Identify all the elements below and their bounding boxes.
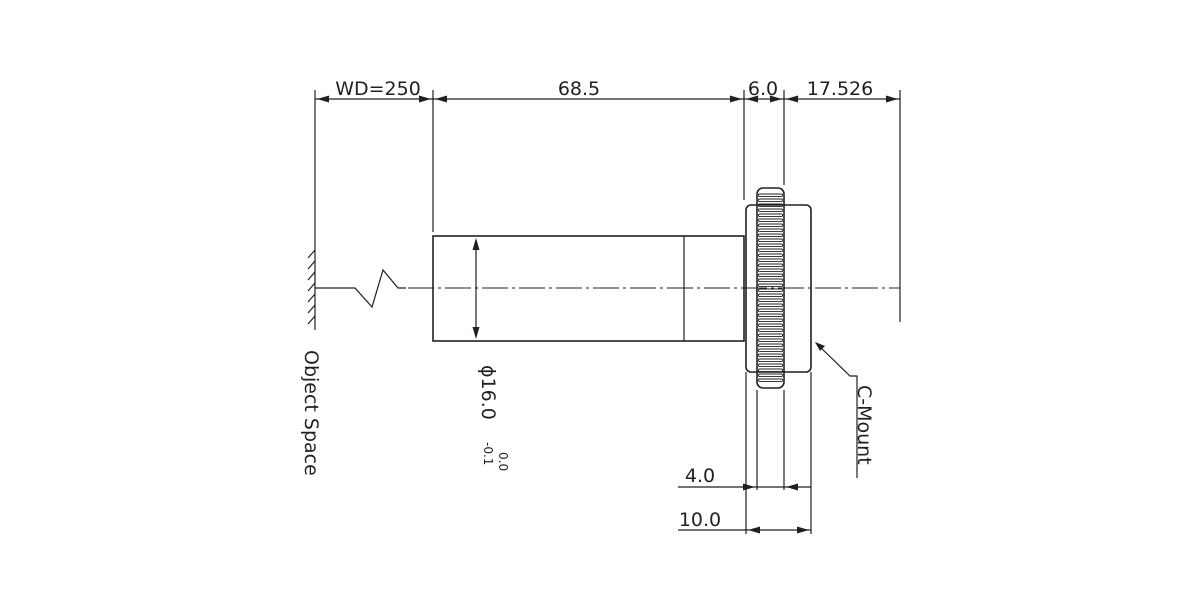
hatch-stroke	[307, 293, 316, 303]
back-focal-label: 17.526	[807, 78, 873, 100]
knurl-ridge	[758, 378, 783, 383]
knurl-ridge	[758, 368, 783, 373]
knurl-ridge	[758, 273, 783, 278]
knurl-ridge	[758, 198, 783, 203]
knurl-ridge	[758, 228, 783, 233]
knurl-ridge	[758, 203, 783, 208]
knurl-ridge	[758, 358, 783, 363]
bottom-dimension-lines	[678, 483, 811, 534]
thread-width-label: 4.0	[685, 465, 715, 487]
knurl-ridge	[758, 303, 783, 308]
knurl-ridge	[758, 333, 783, 338]
knurl-ridge	[758, 233, 783, 238]
knurl-ridge	[758, 318, 783, 323]
knurl-ridge	[758, 283, 783, 288]
hatch-stroke	[307, 271, 316, 281]
knurl-ridge	[758, 353, 783, 358]
mount-width-label: 6.0	[748, 78, 778, 100]
hatch-stroke	[307, 315, 316, 325]
mount-leader	[815, 342, 858, 478]
knurl-ridge	[758, 323, 783, 328]
mount-ring	[745, 187, 812, 389]
hatch-stroke	[307, 304, 316, 314]
knurl-ridge	[758, 223, 783, 228]
knurl-ridge	[758, 348, 783, 353]
knurl-ridge	[758, 193, 783, 198]
knurl-ridge	[758, 248, 783, 253]
break-line	[315, 268, 406, 309]
knurl-ridge	[758, 328, 783, 333]
object-plane	[307, 245, 316, 330]
knurl-ridge	[758, 278, 783, 283]
diameter-label: ϕ16.0	[477, 365, 499, 420]
knurl-ridge	[758, 263, 783, 268]
object-space-label: Object Space	[300, 350, 322, 476]
knurl-ridge	[758, 268, 783, 273]
knurl-ridge	[758, 213, 783, 218]
knurl-ridge	[758, 363, 783, 368]
knurl-ridge	[758, 373, 783, 378]
knurl-ridge	[758, 338, 783, 343]
knurl-ridge	[758, 313, 783, 318]
knurl-ridge	[758, 288, 783, 293]
knurl-ridge	[758, 298, 783, 303]
knurl-ridge	[758, 258, 783, 263]
extension-lines	[314, 90, 901, 534]
hatch-stroke	[307, 260, 316, 270]
c-mount-label: C-Mount	[853, 385, 875, 465]
knurl-ridge	[758, 293, 783, 298]
tolerance-upper: 0.0	[496, 452, 510, 471]
length-label: 68.5	[558, 78, 600, 100]
diameter-dimension	[472, 238, 480, 339]
wd-label: WD=250	[335, 78, 421, 100]
flange-width-label: 10.0	[679, 509, 721, 531]
hatch-stroke	[307, 249, 316, 259]
knurl-ridge	[758, 238, 783, 243]
knurl-ridge	[758, 218, 783, 223]
knurl-ridge	[758, 208, 783, 213]
tolerance-lower: -0.1	[481, 442, 495, 465]
knurl-ridge	[758, 343, 783, 348]
knurl-ridge	[758, 308, 783, 313]
top-dimension-lines	[315, 95, 900, 103]
knurl-ridge	[758, 243, 783, 248]
lens-barrel	[432, 235, 745, 342]
hatch-stroke	[307, 282, 316, 292]
knurl-ridge	[758, 253, 783, 258]
